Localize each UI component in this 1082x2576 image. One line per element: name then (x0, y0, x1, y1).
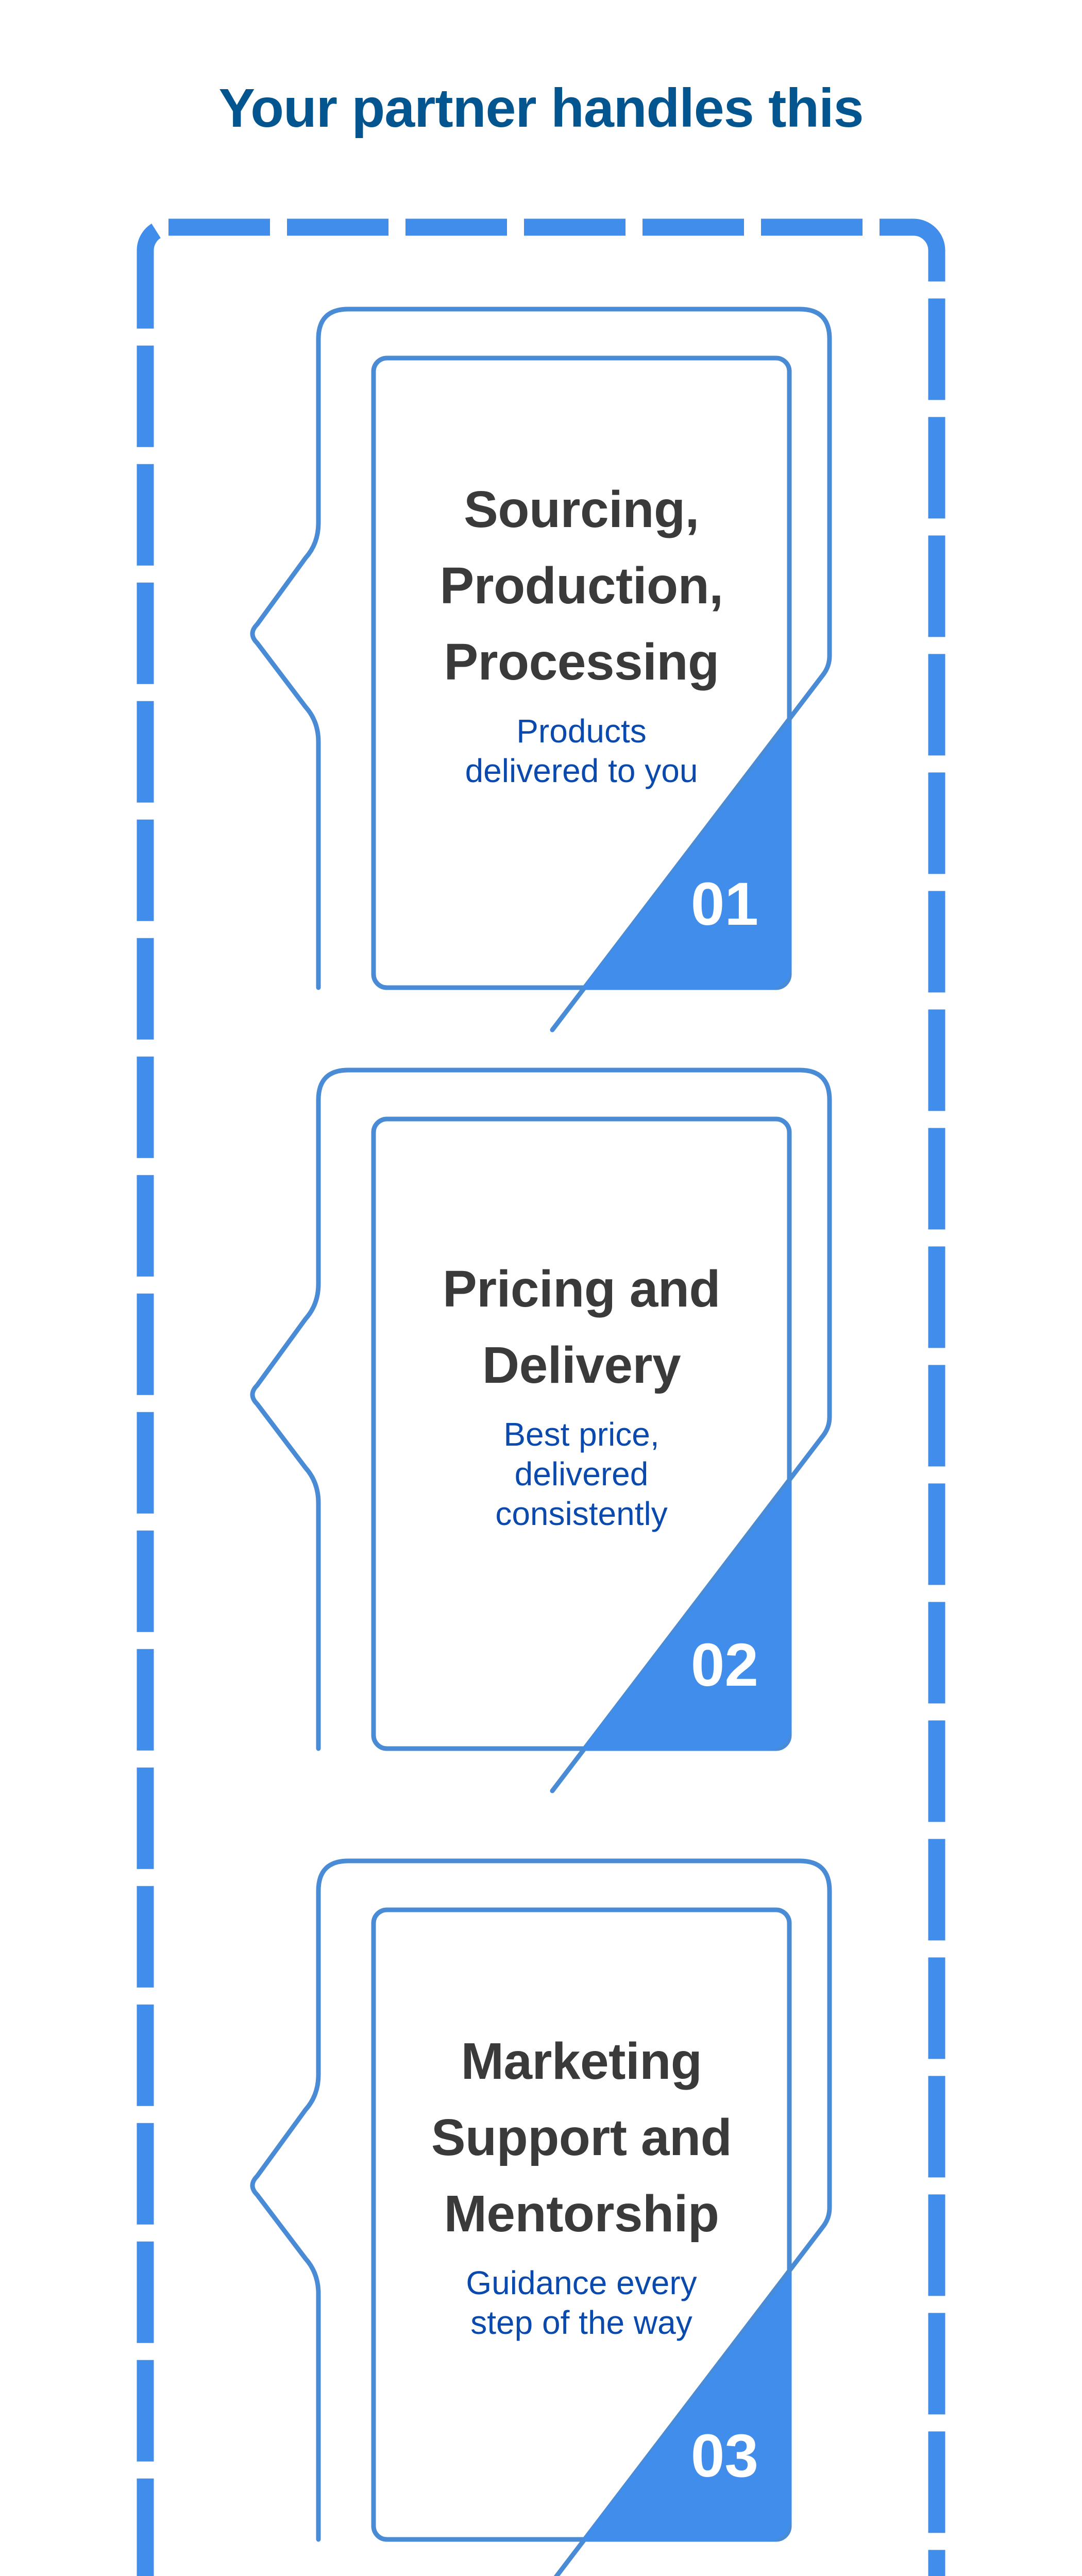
step-number-badge: 01 (690, 870, 758, 938)
card-title-line: Mentorship (444, 2185, 719, 2243)
card-inner-border (371, 1116, 792, 1751)
card-inner-border (371, 355, 792, 990)
step-number-badge: 02 (690, 1631, 758, 1699)
card-title: Sourcing, Production, Processing (374, 471, 789, 700)
step-number-badge: 03 (690, 2422, 758, 2490)
card-title-line: Delivery (482, 1336, 681, 1394)
card-title-line: Support and (431, 2109, 732, 2167)
card-title-line: Pricing and (442, 1260, 721, 1318)
card-outer-frame (250, 1067, 832, 1793)
card-subtitle-line: delivered to you (465, 752, 698, 790)
card-accent-triangle (583, 722, 792, 990)
card-accent-triangle (583, 2274, 792, 2542)
card-accent-triangle (583, 1483, 792, 1751)
cards-layer (250, 307, 832, 2576)
card-subtitle-line: Products (516, 713, 647, 750)
card-outer-frame (250, 1858, 832, 2576)
card-subtitle-line: step of the way (470, 2304, 692, 2342)
card-title-line: Production, (439, 557, 723, 615)
card-outer-frame (250, 307, 832, 1032)
card-title-line: Processing (444, 633, 719, 691)
card-inner-border (371, 1907, 792, 2542)
partner-group-dashed-border (137, 218, 945, 2576)
section-heading: Your partner handles this (218, 78, 864, 139)
card-title-line: Marketing (461, 2032, 702, 2091)
card-subtitle-line: consistently (495, 1495, 668, 1532)
card-title-line: Sourcing, (464, 481, 699, 539)
card-subtitle-line: Guidance every (466, 2264, 697, 2302)
card-subtitle-line: Best price, (503, 1415, 660, 1453)
card-subtitle-line: delivered (514, 1455, 649, 1493)
